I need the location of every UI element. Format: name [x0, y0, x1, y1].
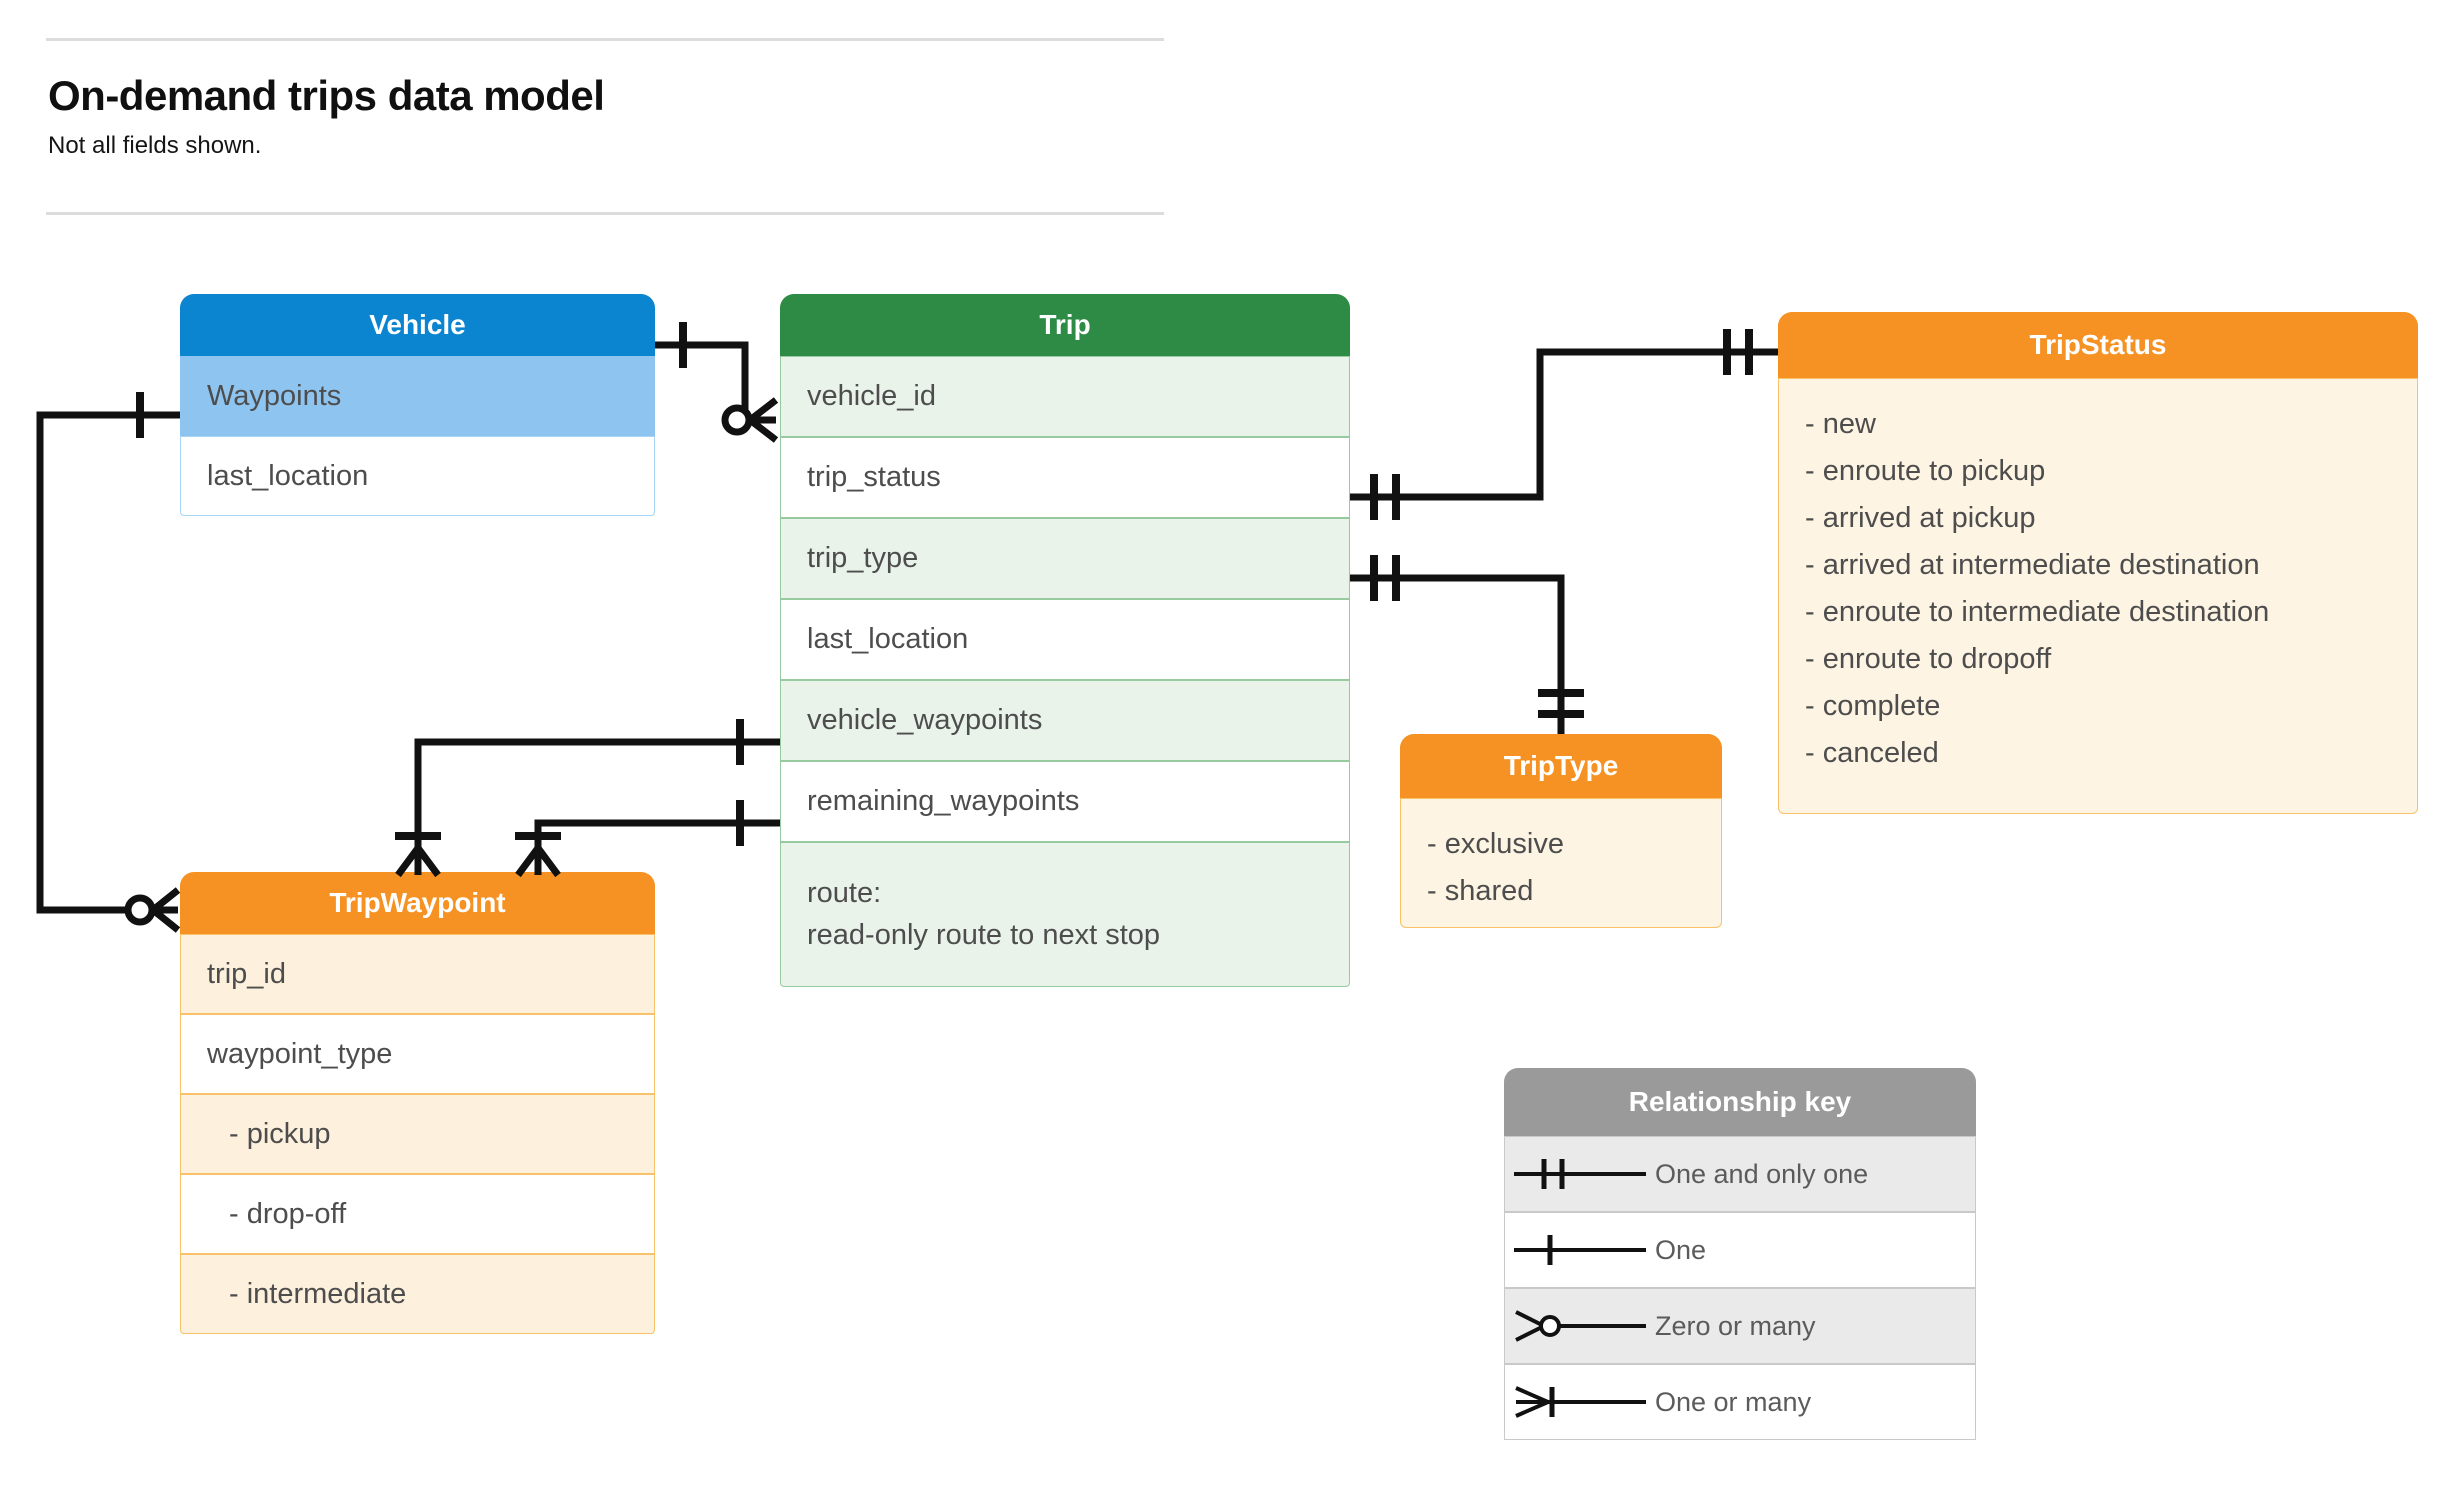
zero-marker-trip-vehicle-id [721, 404, 753, 436]
trip-route-description: read-only route to next stop [807, 918, 1161, 951]
trip-status-value: - canceled [1805, 736, 1939, 769]
tripwaypoint-field-waypoint-type[interactable]: waypoint_type [180, 1014, 655, 1094]
legend-label: One or many [1655, 1386, 1812, 1417]
connector-vehicle-trip [655, 341, 770, 424]
trip-type-value: - shared [1427, 874, 1534, 907]
trip-status-value: - enroute to pickup [1805, 454, 2046, 487]
trip-status-values: - new - enroute to pickup - arrived at p… [1778, 378, 2418, 814]
trip-field-trip-type[interactable]: trip_type [780, 518, 1350, 599]
crowsfoot-tw-top-b2 [535, 845, 561, 878]
tripwaypoint-value-pickup[interactable]: - pickup [180, 1094, 655, 1174]
entity-trip-type-title: TripType [1400, 734, 1722, 798]
relationship-key-legend[interactable]: Relationship key One and only one One [1504, 1068, 1976, 1440]
trip-field-remaining-waypoints[interactable]: remaining_waypoints [780, 761, 1350, 842]
entity-vehicle-title: Vehicle [180, 294, 655, 356]
header-divider-top [46, 38, 1164, 41]
crowsfoot-tw-top-b1 [515, 845, 541, 878]
entity-trip[interactable]: Trip vehicle_id trip_status trip_type la… [780, 294, 1350, 987]
connector-trip-tripstatus [1350, 348, 1778, 501]
trip-status-value: - enroute to intermediate destination [1805, 595, 2270, 628]
connector-trip-triptype [1350, 574, 1565, 734]
legend-row-one-and-only-one: One and only one [1504, 1136, 1976, 1212]
legend-row-zero-or-many: Zero or many [1504, 1288, 1976, 1364]
tripwaypoint-value-intermediate[interactable]: - intermediate [180, 1254, 655, 1334]
crowsfoot-trip-vehicle-id-a [747, 397, 779, 423]
crowsfoot-tripwaypoint-a [150, 887, 181, 913]
connector-vehicle-waypoints-tripwaypoint [36, 411, 180, 914]
page-title: On-demand trips data model [48, 72, 605, 119]
entity-trip-status[interactable]: TripStatus - new - enroute to pickup - a… [1778, 312, 2418, 814]
connector-remaining-waypoints-field [534, 819, 780, 872]
tripwaypoint-value-drop-off[interactable]: - drop-off [180, 1174, 655, 1254]
legend-label: Zero or many [1655, 1310, 1816, 1341]
entity-trip-title: Trip [780, 294, 1350, 356]
trip-type-value: - exclusive [1427, 828, 1564, 860]
vehicle-field-last-location[interactable]: last_location [180, 436, 655, 516]
one-or-many-icon [1505, 1382, 1655, 1422]
zero-marker-tripwaypoint [124, 894, 156, 926]
trip-field-trip-status[interactable]: trip_status [780, 437, 1350, 518]
crowsfoot-tripwaypoint-b [150, 907, 181, 933]
trip-status-value: - arrived at intermediate destination [1805, 548, 2260, 581]
trip-status-value: - arrived at pickup [1805, 501, 2036, 534]
entity-trip-waypoint[interactable]: TripWaypoint trip_id waypoint_type - pic… [180, 872, 655, 1334]
entity-trip-status-title: TripStatus [1778, 312, 2418, 378]
entity-vehicle[interactable]: Vehicle Waypoints last_location [180, 294, 655, 516]
trip-route-label: route: [807, 877, 882, 910]
trip-status-value: - enroute to dropoff [1805, 642, 2052, 675]
legend-label: One [1655, 1234, 1707, 1265]
legend-label: One and only one [1655, 1158, 1869, 1189]
page-subtitle: Not all fields shown. [48, 132, 262, 159]
one-icon [1505, 1230, 1655, 1270]
connector-vehicle-waypoints-field [414, 738, 780, 872]
legend-row-one-or-many: One or many [1504, 1364, 1976, 1440]
trip-field-vehicle-id[interactable]: vehicle_id [780, 356, 1350, 437]
zero-or-many-icon [1505, 1306, 1655, 1346]
vehicle-field-waypoints[interactable]: Waypoints [180, 356, 655, 436]
header-divider-bottom [46, 212, 1164, 215]
legend-row-one: One [1504, 1212, 1976, 1288]
trip-field-last-location[interactable]: last_location [780, 599, 1350, 680]
crowsfoot-tw-top-a2 [415, 845, 441, 878]
trip-field-route[interactable]: route: read-only route to next stop [780, 842, 1350, 987]
trip-field-vehicle-waypoints[interactable]: vehicle_waypoints [780, 680, 1350, 761]
trip-type-values: - exclusive - shared [1400, 798, 1722, 928]
one-and-only-one-icon [1505, 1154, 1655, 1194]
entity-trip-type[interactable]: TripType - exclusive - shared [1400, 734, 1722, 928]
legend-title: Relationship key [1504, 1068, 1976, 1136]
crowsfoot-tw-top-a1 [395, 845, 421, 878]
crowsfoot-trip-vehicle-id-b [747, 417, 779, 443]
tripwaypoint-field-trip-id[interactable]: trip_id [180, 934, 655, 1014]
entity-trip-waypoint-title: TripWaypoint [180, 872, 655, 934]
trip-status-value: - new [1805, 408, 1876, 440]
trip-status-value: - complete [1805, 689, 1941, 722]
